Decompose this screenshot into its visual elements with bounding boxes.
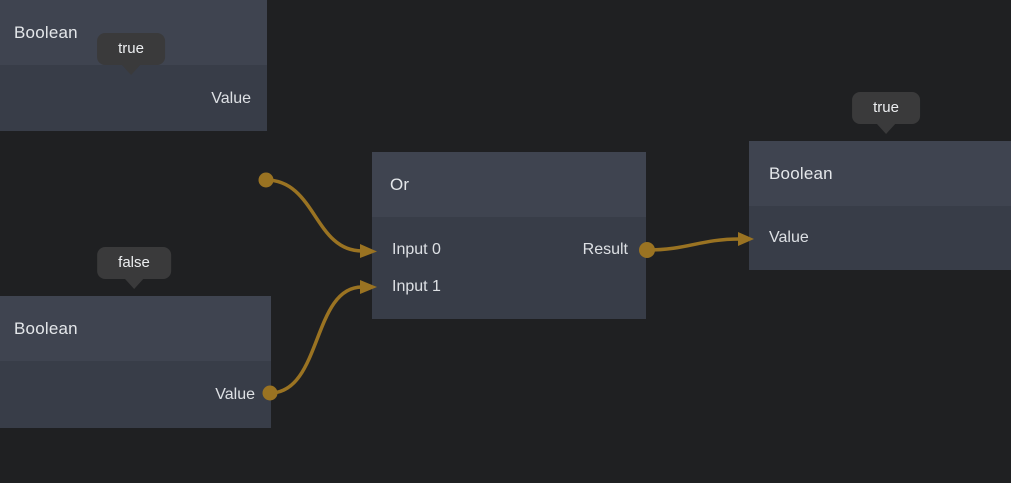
tooltip-pointer xyxy=(875,123,896,134)
value-tooltip-false: false xyxy=(97,247,171,289)
value-tooltip-true-2: true xyxy=(852,92,920,134)
node-or[interactable]: Or Input 0 Result Input 1 xyxy=(372,152,646,319)
tooltip-text: true xyxy=(873,99,899,116)
tooltip-text: true xyxy=(118,40,144,57)
wire-arrowhead-input1 xyxy=(360,280,377,294)
port-result-output[interactable]: Result xyxy=(582,240,628,258)
wire-boolean1-to-or-input0[interactable] xyxy=(264,178,364,253)
wire-arrowhead-input0 xyxy=(360,244,377,258)
node-title: Boolean xyxy=(14,318,78,338)
node-boolean-3-body: Value xyxy=(749,206,1011,270)
tooltip-text: false xyxy=(118,254,150,271)
node-title: Or xyxy=(390,174,410,194)
node-boolean-1-body: Value xyxy=(0,65,267,131)
port-label: Value xyxy=(769,228,809,246)
value-tooltip-true-1: true xyxy=(97,33,165,75)
port-dot-or-result[interactable] xyxy=(639,242,655,258)
node-boolean-3-header[interactable]: Boolean xyxy=(749,141,1011,206)
port-value-output[interactable]: Value xyxy=(0,376,271,413)
port-dot-boolean2-value[interactable] xyxy=(262,385,278,401)
node-boolean-2-header[interactable]: Boolean xyxy=(0,296,271,361)
port-label: Value xyxy=(211,89,251,107)
node-boolean-3[interactable]: Boolean Value xyxy=(749,141,1011,270)
wire-arrowhead-value xyxy=(738,232,754,246)
node-boolean-2-body: Value xyxy=(0,361,271,428)
port-input1[interactable]: Input 1 xyxy=(392,277,441,295)
tooltip-pointer xyxy=(120,64,141,75)
node-title: Boolean xyxy=(14,22,78,42)
node-boolean-2[interactable]: Boolean Value xyxy=(0,296,271,428)
node-or-header[interactable]: Or xyxy=(372,152,646,217)
port-value-input[interactable]: Value xyxy=(749,219,1011,256)
wire-boolean2-to-or-input1[interactable] xyxy=(268,285,364,395)
port-dot-boolean1-value[interactable] xyxy=(258,172,274,188)
tooltip-pointer xyxy=(124,278,144,289)
node-title: Boolean xyxy=(769,163,833,183)
wire-or-result-to-boolean3-value[interactable] xyxy=(645,237,742,252)
node-or-body: Input 0 Result Input 1 xyxy=(372,217,646,319)
port-input0[interactable]: Input 0 xyxy=(392,240,441,258)
port-label: Value xyxy=(215,385,255,403)
port-value-output[interactable]: Value xyxy=(0,80,267,117)
